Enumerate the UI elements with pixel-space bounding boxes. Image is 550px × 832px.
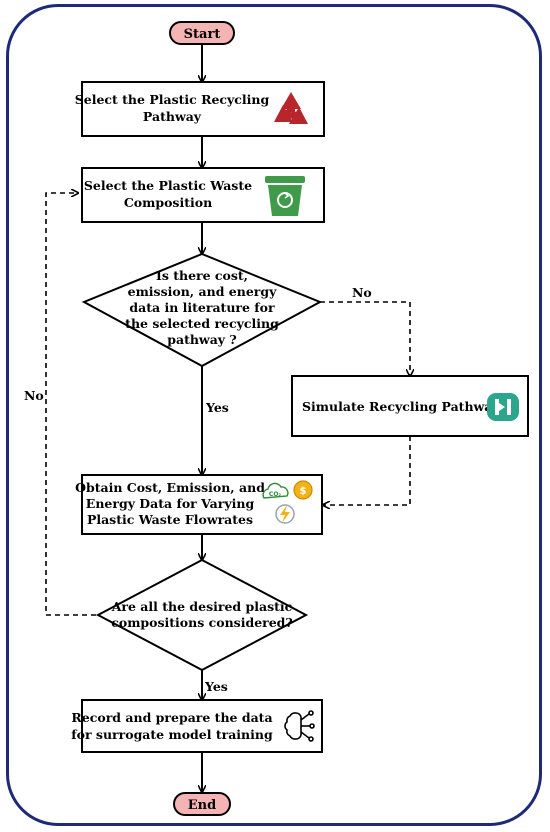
svg-text:CO₂: CO₂ — [269, 491, 282, 498]
start-terminal — [169, 21, 235, 45]
co2-cloud-icon: CO₂ — [262, 482, 289, 499]
dollar-coin-icon: $ — [293, 480, 313, 500]
decision2-line2: compositions considered? — [111, 615, 293, 630]
decision1-line3: data in literature for — [129, 300, 275, 315]
yes-label-decision2: Yes — [204, 679, 228, 694]
obtain-data-line3: Plastic Waste Flowrates — [87, 512, 253, 527]
svg-text:$: $ — [300, 486, 307, 497]
end-label: End — [188, 798, 216, 813]
start-label: Start — [184, 27, 221, 42]
record-data-line1: Record and prepare the data — [71, 710, 272, 725]
decision-data-available — [81, 252, 323, 368]
arrow-decision1-no — [320, 301, 410, 376]
simulate-pathway-label: Simulate Recycling Pathway — [302, 399, 500, 414]
decision1-line1: Is there cost, — [156, 268, 248, 283]
arrow-decision2-no-loop — [45, 193, 96, 616]
decision1-line5: pathway ? — [167, 332, 237, 347]
select-pathway-line1: Select the Plastic Recycling — [75, 92, 270, 107]
decision1-line2: emission, and energy — [128, 284, 277, 299]
recycling-bin-icon — [265, 176, 305, 216]
select-composition-line2: Composition — [124, 195, 212, 210]
select-composition-line1: Select the Plastic Waste — [84, 178, 252, 193]
outer-frame — [6, 4, 542, 826]
select-pathway-line2: Pathway — [143, 109, 202, 124]
recycle-icon — [274, 92, 308, 124]
simulator-app-icon — [487, 393, 519, 421]
record-data-box — [81, 699, 323, 753]
no-label-decision2: No — [24, 388, 44, 403]
no-label-decision1: No — [352, 285, 372, 300]
end-terminal — [173, 792, 231, 816]
obtain-data-line2: Energy Data for Varying — [86, 496, 255, 511]
decision2-line1: Are all the desired plastic — [111, 599, 293, 614]
decision1-line4: the selected recycling — [125, 316, 279, 331]
yes-label-decision1: Yes — [205, 400, 229, 415]
record-data-line2: for surrogate model training — [71, 727, 273, 742]
obtain-data-line1: Obtain Cost, Emission, and — [75, 480, 265, 495]
energy-bolt-icon — [275, 504, 295, 524]
obtain-data-box — [81, 474, 323, 535]
decision-all-compositions — [95, 558, 309, 672]
arrow-simulate-to-step3 — [323, 436, 411, 505]
ai-brain-icon — [284, 710, 315, 742]
